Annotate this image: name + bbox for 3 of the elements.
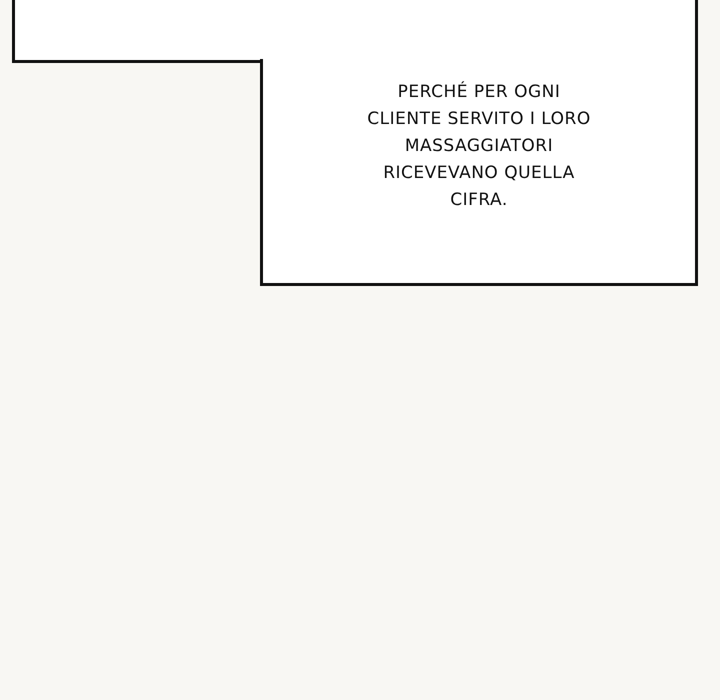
caption-text: PERCHÉ PER OGNI CLIENTE SERVITO I LORO MASSAGGIATORI RICEVEVANO QUELLA CIFRA. [366, 80, 592, 212]
panel-box [12, 0, 698, 63]
caption-box [260, 59, 698, 286]
